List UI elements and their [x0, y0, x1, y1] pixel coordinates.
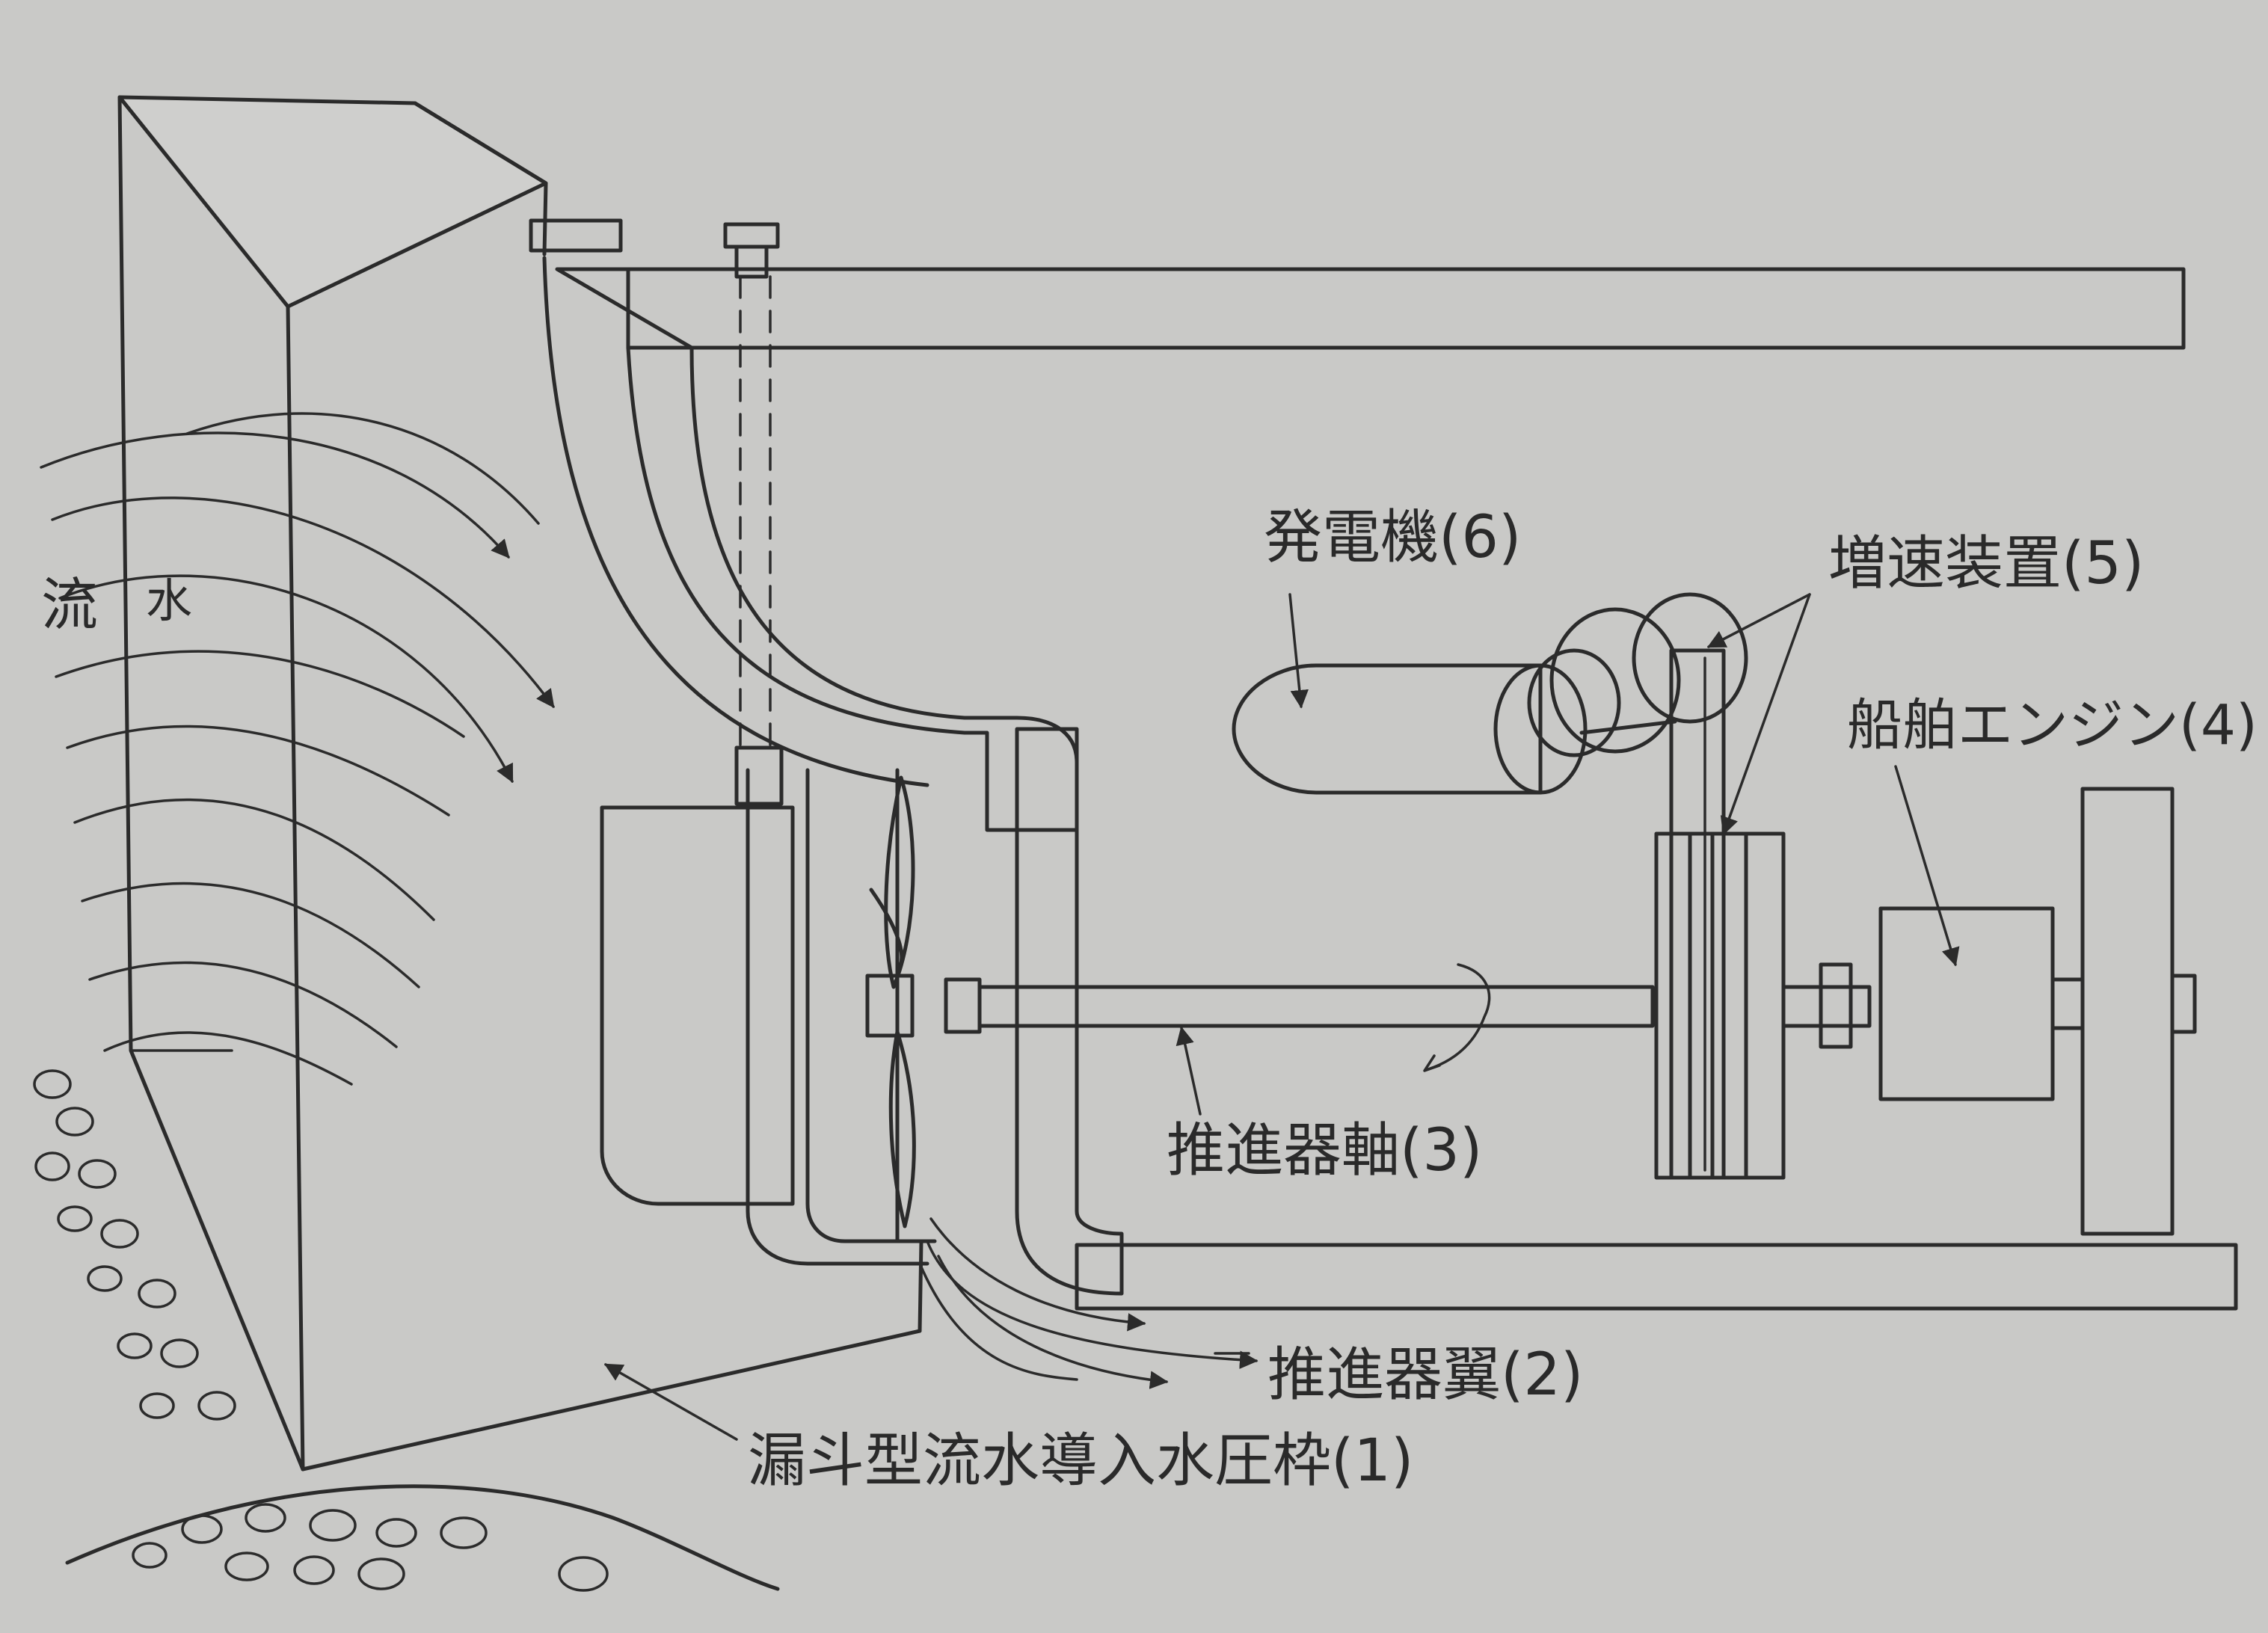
funnel-frame-label: 漏斗型流水導入水圧枠(1)	[748, 1427, 1414, 1495]
propeller-blade-label: 推進器翼(2)	[1267, 1341, 1584, 1409]
labels: 流 水 発電機(6) 増速装置(5) 船舶エンジン(4) 推進器軸(3) 推進器…	[41, 504, 2258, 1495]
support-rod	[529, 218, 784, 806]
leader-lines	[603, 593, 1960, 1441]
speed-increaser	[1527, 592, 1872, 1180]
propeller-blade	[865, 775, 982, 1228]
propeller-shaft-label: 推進器軸(3)	[1167, 1117, 1483, 1184]
water-flow-label-2: 水	[146, 573, 192, 628]
water-flow-lines	[40, 412, 555, 1086]
outflow-lines	[918, 1217, 1259, 1389]
ship-hull	[542, 256, 2238, 1311]
propeller-shaft	[977, 963, 1655, 1072]
generator-label: 発電機(6)	[1264, 504, 1522, 571]
speed-increaser-label: 増速装置(5)	[1828, 530, 2145, 597]
strainer-box	[600, 805, 795, 1206]
ground-pebbles	[33, 1069, 780, 1592]
generator	[1232, 663, 1588, 795]
ship-engine-label: 船舶エンジン(4)	[1847, 693, 2258, 757]
water-flow-label-1: 流	[41, 571, 98, 638]
ship-engine	[1878, 787, 2197, 1236]
funnel-frame	[117, 95, 924, 1471]
